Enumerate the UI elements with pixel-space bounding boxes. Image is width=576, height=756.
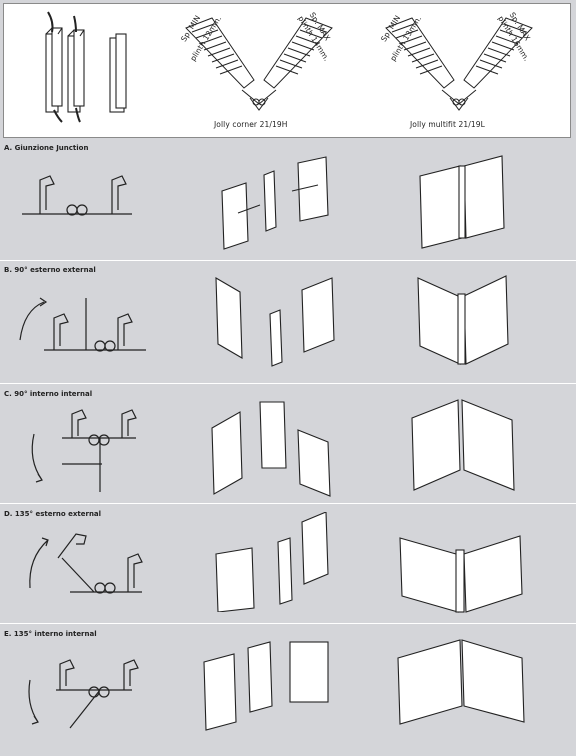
- separator: [0, 260, 576, 261]
- section-c-assembled: [411, 399, 515, 491]
- section-b-profile: [19, 297, 146, 352]
- section-c-profile: [31, 409, 137, 492]
- profile-sketch: [45, 11, 127, 123]
- section-b-assembled: [417, 275, 509, 365]
- jolly-multifit-diagram: [385, 17, 533, 111]
- section-e-title: E. 135° interno internal: [4, 630, 97, 638]
- section-d-assembled: [399, 535, 523, 613]
- section-b-exploded: [215, 277, 335, 367]
- section-d-title: D. 135° esterno external: [4, 510, 102, 518]
- separator: [0, 503, 576, 504]
- section-a-title: A. Giunzione Junction: [4, 144, 89, 152]
- jolly-corner-diagram: [185, 17, 333, 111]
- section-c-title: C. 90° interno internal: [4, 390, 93, 398]
- profiles-panel: Sp. MIN plinth 12mm. Sp. MAX plinth 14mm…: [3, 3, 571, 138]
- section-c-exploded: [211, 401, 331, 497]
- section-e-exploded: [203, 641, 329, 731]
- section-b-title: B. 90° esterno external: [4, 266, 96, 274]
- separator: [0, 623, 576, 624]
- section-a-exploded: [221, 156, 329, 250]
- separator: [0, 383, 576, 384]
- jolly-multifit-caption: Jolly multifit 21/19L: [410, 120, 485, 129]
- section-d-exploded: [215, 512, 329, 612]
- section-a-profile: [22, 175, 132, 216]
- section-d-profile: [29, 533, 143, 594]
- jolly-corner-caption: Jolly corner 21/19H: [214, 120, 288, 129]
- section-e-assembled: [397, 639, 525, 725]
- section-e-profile: [28, 659, 139, 729]
- section-a-assembled: [419, 155, 505, 249]
